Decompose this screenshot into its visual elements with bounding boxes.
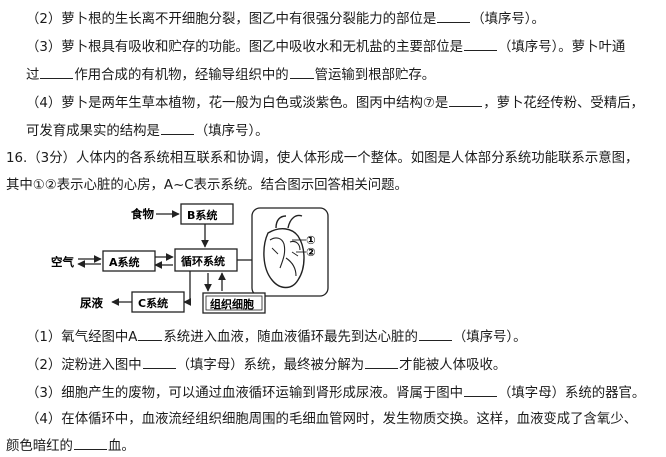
b-system-box [180,203,234,225]
sub-4-line-1: （4）在体循环中，血液流经组织细胞周围的毛细血管网时，发生物质交换。这样，血液变… [26,412,638,427]
atrium-mark-1: ① [306,233,316,247]
sub-1-text-c: （填序号）。 [452,330,527,345]
b-system-label: B系统 [187,208,217,222]
q4-text-2a: 可发育成果实的结构是 [26,124,160,139]
q3-text-2a: 过 [26,68,40,83]
sub-1-line: （1）氧气经图中A 系统进入血液，随血液循环最先到达心脏的 （填序号）。 [26,327,527,347]
q2-text: （2）萝卜根的生长离不开细胞分裂，图乙中有很强分裂能力的部位是 [26,12,437,27]
tissue-cells-label: 组织细胞 [210,297,254,311]
air-label: 空气 [51,255,74,269]
sub-4-text-a: 颜色暗红的 [6,439,73,454]
sub-4-line-2: 颜色暗红的 血。 [6,436,135,456]
c-system-label: C系统 [138,296,168,310]
a-system-label: A系统 [109,255,140,269]
sub-3-text-b: （填字母）系统的器官。 [498,386,646,401]
circulatory-system-label: 循环系统 [181,254,225,268]
sub-2-blank-2[interactable] [365,355,399,369]
q3-blank-2[interactable] [40,65,74,79]
q3-text-end: （填序号）。萝卜叶通 [498,40,626,55]
q3-text-2c: 管运输到根部贮存。 [314,68,436,83]
a-system-box [102,250,156,272]
q3-blank-3[interactable] [289,65,314,79]
urine-label: 尿液 [80,296,103,310]
q3-text: （3）萝卜根具有吸收和贮存的功能。图乙中吸收水和无机盐的主要部位是 [26,40,464,55]
q4-blank-1[interactable] [449,93,483,107]
body-systems-diagram: 食物 B系统 空气 A系统 循环系统 ① ② C系统 尿液 组织细胞 [51,203,329,314]
q2-blank[interactable] [437,9,471,23]
q2-line: （2）萝卜根的生长离不开细胞分裂，图乙中有很强分裂能力的部位是 （填序号）。 [26,9,545,29]
sub-1-blank-2[interactable] [418,327,452,341]
sub-2-blank-1[interactable] [142,355,176,369]
tissue-cells-inner-frame [205,295,263,311]
arrow-circulatory-to-c [183,271,192,306]
sub-3-blank[interactable] [464,383,498,397]
q4-text-end: ，萝卜花经传粉、受精后， [483,96,644,111]
q3-text-2b: 作用合成的有机物，经输导组织中的 [74,68,289,83]
tissue-cells-box [202,292,266,314]
sub-2-text-c: 才能被人体吸收。 [399,358,507,373]
q2-text-end: （填序号）。 [471,12,545,27]
q3-line-2: 过 作用合成的有机物，经输导组织中的 管运输到根部贮存。 [26,65,435,85]
sub-4-blank[interactable] [73,436,107,450]
sub-1-blank-1[interactable] [138,327,163,341]
sub-2-text-b: （填字母）系统，最终被分解为 [176,358,365,373]
q16-line-2: 其中①②表示心脏的心房，A~C表示系统。结合图示回答相关问题。 [6,178,408,193]
atrium-mark-2: ② [306,245,316,259]
q3-blank-1[interactable] [464,37,498,51]
sub-1-text-b: 系统进入血液，随血液循环最先到达心脏的 [163,330,418,345]
q16-line-1: 16.（3分）人体内的各系统相互联系和协调，使人体形成一个整体。如图是人体部分系… [6,151,639,166]
sub-2-text-a: （2）淀粉进入图中 [26,358,142,373]
sub-4-text-b: 血。 [107,439,135,454]
sub-1-text-a: （1）氧气经图中A [26,330,138,345]
q4-text-2b: （填序号）。 [194,124,269,139]
sub-3-line: （3）细胞产生的废物，可以通过血液循环运输到肾形成尿液。肾属于图中 （填字母）系统… [26,383,645,403]
q4-line-2: 可发育成果实的结构是 （填序号）。 [26,121,269,141]
sub-3-text-a: （3）细胞产生的废物，可以通过血液循环运输到肾形成尿液。肾属于图中 [26,386,464,401]
heart-icon [263,214,306,289]
q3-line-1: （3）萝卜根具有吸收和贮存的功能。图乙中吸收水和无机盐的主要部位是 （填序号）。萝… [26,37,625,57]
q4-text: （4）萝卜是两年生草本植物，花一般为白色或淡紫色。图丙中结构⑦是 [26,96,449,111]
q4-blank-2[interactable] [160,121,194,135]
food-label: 食物 [131,207,154,221]
q4-line-1: （4）萝卜是两年生草本植物，花一般为白色或淡紫色。图丙中结构⑦是 ，萝卜花经传粉、… [26,93,644,113]
sub-2-line: （2）淀粉进入图中 （填字母）系统，最终被分解为 才能被人体吸收。 [26,355,506,375]
